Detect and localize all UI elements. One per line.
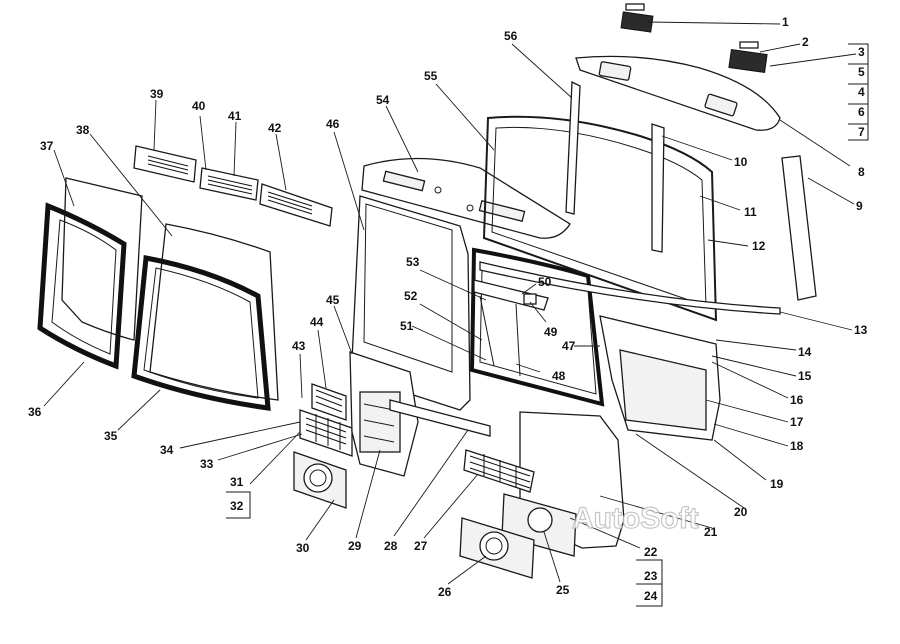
callout-19: 19: [770, 477, 784, 491]
callout-8: 8: [858, 165, 865, 179]
vent-strip-39: [133, 145, 197, 183]
callout-10: 10: [734, 155, 748, 169]
callout-6: 6: [858, 105, 865, 119]
callout-5: 5: [858, 65, 865, 79]
lamp-1: [620, 3, 654, 33]
small-grille-44: [311, 383, 347, 421]
callout-17: 17: [790, 415, 804, 429]
callout-11: 11: [744, 205, 757, 219]
callout-48: 48: [552, 369, 566, 383]
callout-30: 30: [296, 541, 310, 555]
pillar-56: [565, 80, 581, 215]
callout-7: 7: [858, 125, 865, 139]
callout-14: 14: [798, 345, 812, 359]
callout-33: 33: [200, 457, 214, 471]
callout-47: 47: [562, 339, 576, 353]
callout-16: 16: [790, 393, 804, 407]
lamp-grille-34: [299, 409, 353, 457]
callout-42: 42: [268, 121, 282, 135]
callout-4: 4: [858, 85, 865, 99]
callout-25: 25: [556, 583, 570, 597]
lamp-housing-26: [459, 517, 535, 579]
callout-22: 22: [644, 545, 658, 559]
callout-labels: 1235467891011121314151617181920212223242…: [28, 15, 868, 603]
callout-29: 29: [348, 539, 362, 553]
callout-12: 12: [752, 239, 766, 253]
callout-27: 27: [414, 539, 428, 553]
callout-50: 50: [538, 275, 552, 289]
callout-40: 40: [192, 99, 206, 113]
callout-24: 24: [644, 589, 658, 603]
callout-54: 54: [376, 93, 390, 107]
roof-cap-54: [361, 157, 571, 239]
callout-20: 20: [734, 505, 748, 519]
callout-46: 46: [326, 117, 340, 131]
right-front-section: [599, 315, 721, 441]
bumper-bar-28: [389, 399, 491, 437]
callout-45: 45: [326, 293, 340, 307]
callout-1: 1: [782, 15, 789, 29]
callout-43: 43: [292, 339, 306, 353]
callout-51: 51: [400, 319, 414, 333]
callout-31: 31: [230, 475, 244, 489]
rail-13: [479, 261, 781, 315]
callout-39: 39: [150, 87, 164, 101]
windshield-seal-right: [131, 255, 271, 411]
callout-35: 35: [104, 429, 118, 443]
bracket-3-7: [848, 43, 869, 141]
callout-32: 32: [230, 499, 244, 513]
lamp-3-7: [728, 41, 768, 73]
center-post-10: [651, 123, 665, 253]
callout-28: 28: [384, 539, 398, 553]
callout-26: 26: [438, 585, 452, 599]
callout-3: 3: [858, 45, 865, 59]
callout-49: 49: [544, 325, 558, 339]
callout-53: 53: [406, 255, 420, 269]
lamp-housing-30: [293, 451, 347, 509]
vent-strip-41: [199, 167, 259, 201]
leader-lines: [43, 21, 857, 585]
callout-13: 13: [854, 323, 868, 337]
watermark: AutoSoft: [572, 502, 699, 535]
callout-37: 37: [40, 139, 54, 153]
callout-15: 15: [798, 369, 812, 383]
roof-panel-8: [575, 55, 781, 131]
callout-55: 55: [424, 69, 438, 83]
bracket-31-32: [226, 491, 251, 519]
callout-52: 52: [404, 289, 418, 303]
bracket-22-24: [636, 559, 663, 607]
grille-27: [463, 449, 535, 493]
vent-strip-42: [259, 183, 333, 227]
windshield-glass-left: [61, 177, 143, 341]
callout-41: 41: [228, 109, 242, 123]
callout-9: 9: [856, 199, 863, 213]
callout-21: 21: [704, 525, 718, 539]
upper-window-frame-55: [482, 115, 718, 322]
windshield-seal-left: [37, 202, 127, 370]
callout-38: 38: [76, 123, 90, 137]
callout-36: 36: [28, 405, 42, 419]
callout-23: 23: [644, 569, 658, 583]
callout-44: 44: [310, 315, 324, 329]
vent-slats: [147, 155, 189, 175]
callout-56: 56: [504, 29, 518, 43]
pillar-parts-49-53: [473, 279, 549, 377]
callout-2: 2: [802, 35, 809, 49]
callout-18: 18: [790, 439, 804, 453]
callout-34: 34: [160, 443, 174, 457]
side-pillar-9: [781, 155, 817, 301]
